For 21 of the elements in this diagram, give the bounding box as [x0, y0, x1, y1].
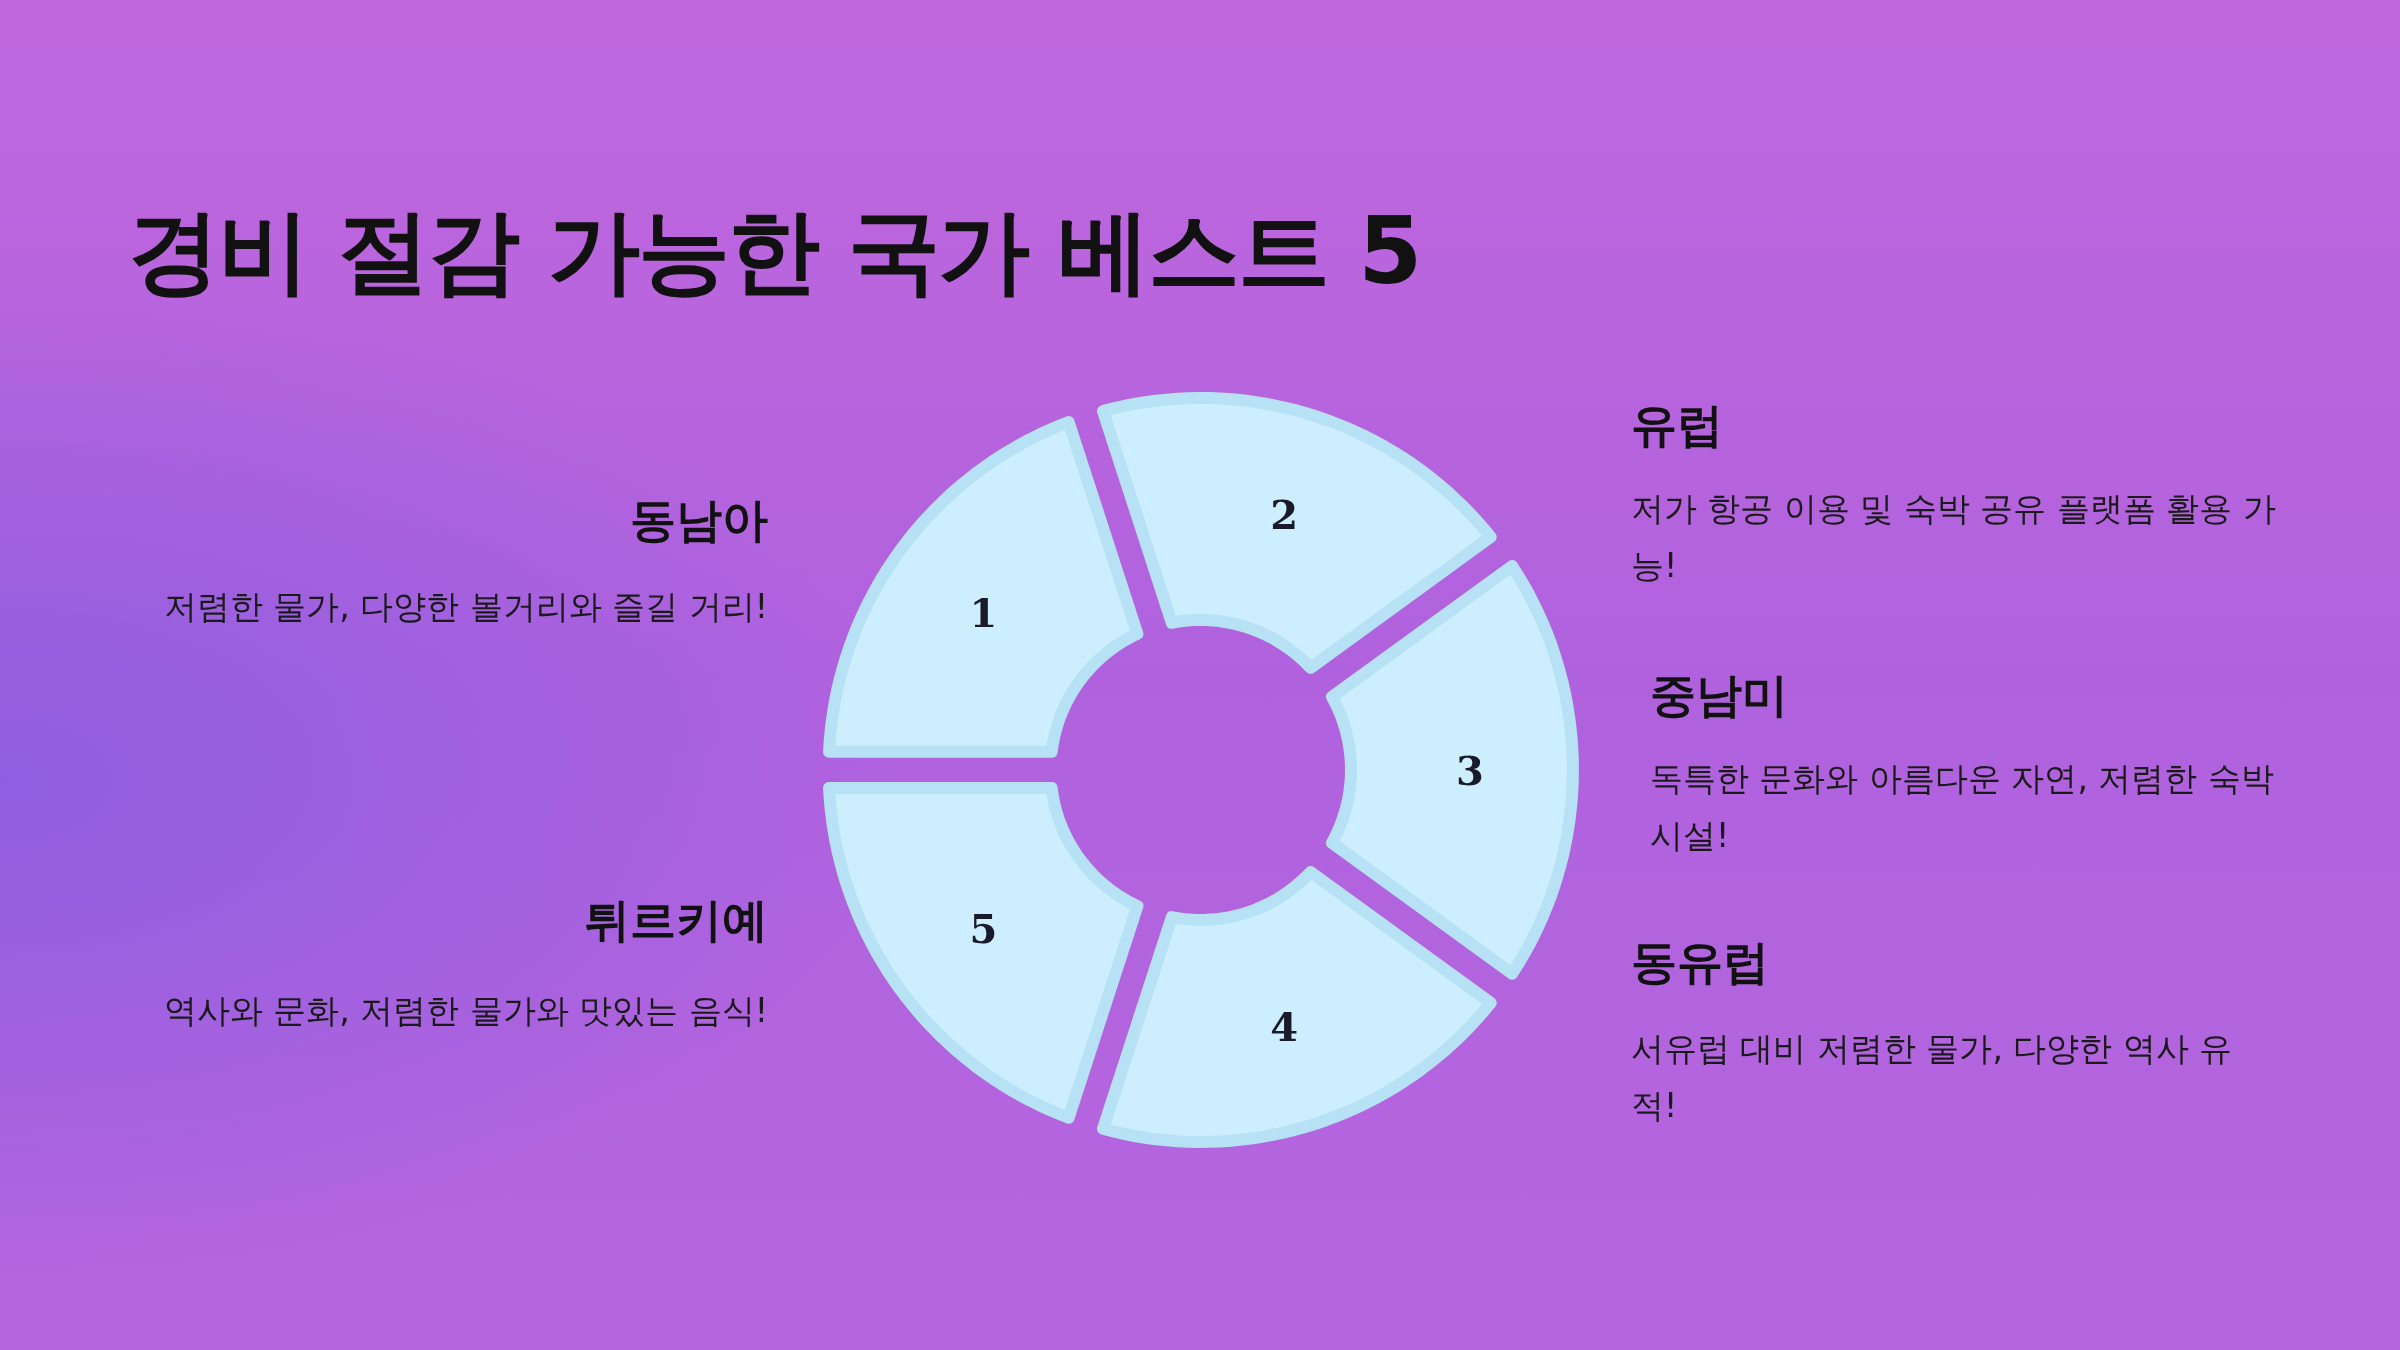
- donut-segment: [1097, 392, 1497, 674]
- segment-number: 2: [1270, 490, 1299, 538]
- donut-segment: [823, 782, 1144, 1124]
- region-heading: 동남아: [630, 492, 768, 549]
- region-description: 서유럽 대비 저렴한 물가, 다양한 역사 유적!: [1631, 1028, 2234, 1127]
- region-heading: 튀르키예: [584, 892, 768, 949]
- donut-segment: [1097, 866, 1497, 1148]
- segment-number: 5: [969, 904, 998, 952]
- region-heading: 중남미: [1650, 667, 1788, 724]
- region-heading: 동유럽: [1631, 934, 1769, 991]
- donut-segment: [823, 416, 1144, 758]
- region-heading: 유럽: [1631, 397, 1723, 454]
- region-description: 저렴한 물가, 다양한 볼거리와 즐길 거리!: [163, 586, 768, 628]
- segment-number: 4: [1270, 1002, 1299, 1050]
- segment-number: 1: [969, 588, 998, 636]
- region-description: 독특한 문화와 아름다운 자연, 저렴한 숙박 시설!: [1650, 758, 2275, 857]
- segment-number: 3: [1456, 746, 1484, 794]
- title: 경비 절감 가능한 국가 베스트 5: [128, 197, 1421, 307]
- region-description: 역사와 문화, 저렴한 물가와 맛있는 음식!: [163, 990, 768, 1032]
- region-description: 저가 항공 이용 및 숙박 공유 플랫폼 활용 가능!: [1631, 488, 2277, 587]
- donut-segment: [1326, 560, 1579, 980]
